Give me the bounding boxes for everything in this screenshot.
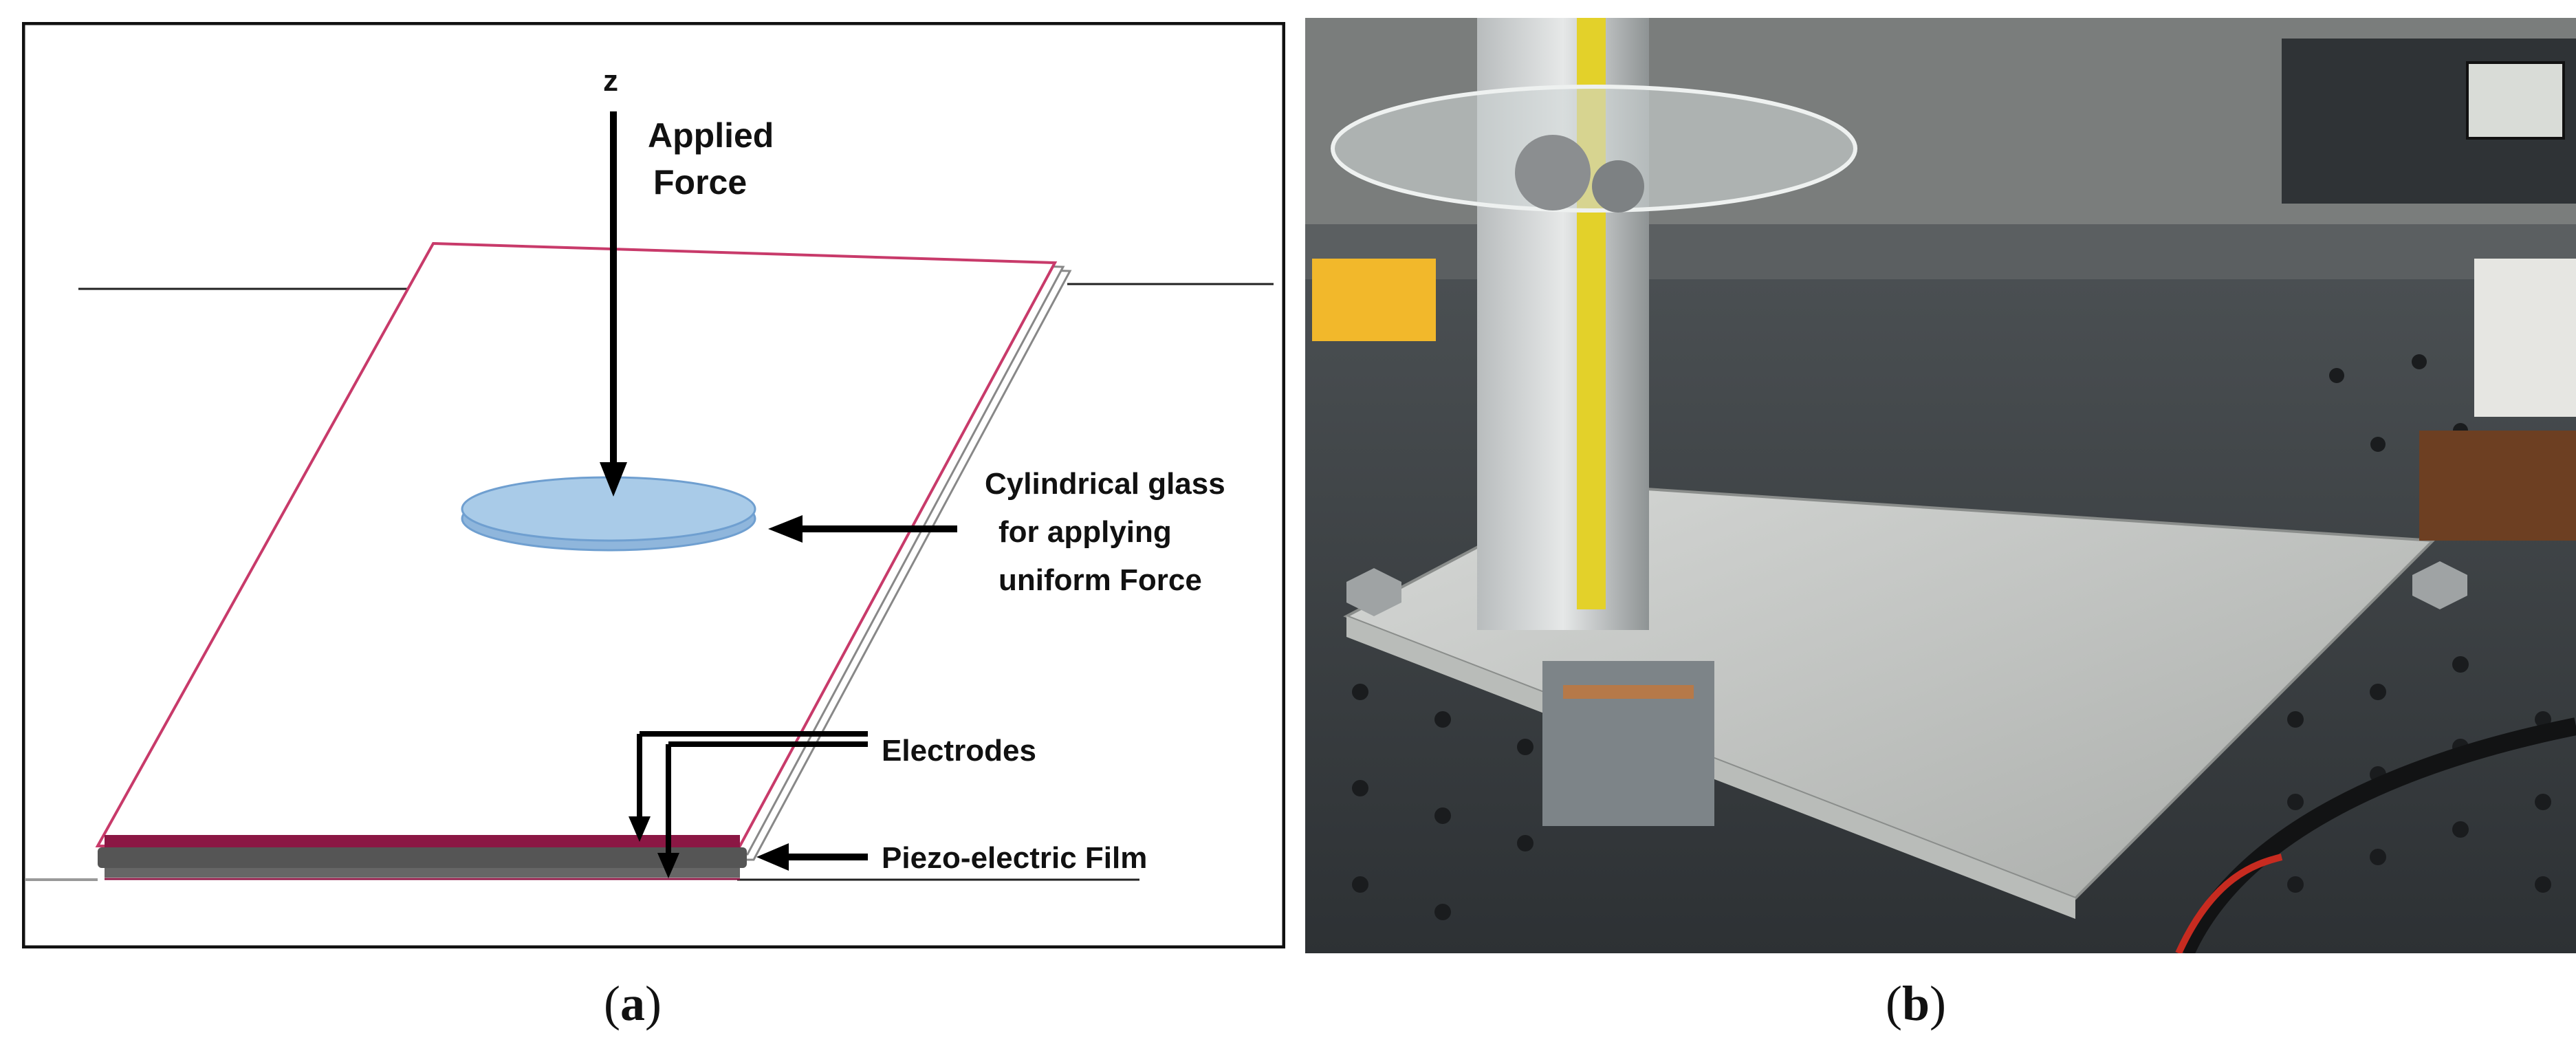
film-arrow-head (756, 843, 789, 871)
glass-disk-top (461, 476, 756, 542)
steel-ball-small (1592, 160, 1644, 213)
electrodes-label: Electrodes (882, 734, 1036, 768)
electrodes-arrow-head-1 (629, 816, 651, 842)
white-cup (2474, 259, 2576, 417)
steel-ball-large (1515, 135, 1591, 210)
caption-b-letter: b (1901, 976, 1930, 1031)
glass-label-line-1: Cylindrical glass (985, 467, 1225, 501)
schematic-diagram: z Applied Force Cylindrical glass for ap… (22, 22, 1285, 948)
caption-b-open: ( (1886, 976, 1902, 1031)
caption-a-close: ) (644, 976, 662, 1031)
red-wire (2175, 854, 2283, 953)
electrodes-arrow-head-2 (657, 853, 679, 878)
hex-nut-left (1346, 568, 1401, 616)
caption-b-close: ) (1930, 976, 1947, 1031)
applied-force-line-2: Force (653, 163, 747, 202)
force-arrow-head (600, 462, 627, 497)
caption-b: (b) (1886, 975, 1946, 1032)
applied-force-line-1: Applied (648, 116, 774, 155)
black-cable (2177, 717, 2576, 953)
piezo-film (98, 847, 747, 868)
glass-label-line-2: for applying (998, 515, 1172, 549)
bottom-electrode (105, 868, 740, 878)
petri-dish (1331, 85, 1857, 213)
glass-arrow-head (768, 515, 803, 543)
z-axis-label: z (603, 64, 618, 98)
sensor-film-strip (1563, 685, 1694, 699)
caption-a: (a) (604, 975, 662, 1032)
hex-nut-right (2412, 561, 2467, 609)
caption-a-letter: a (620, 976, 645, 1031)
brown-wallet (2419, 431, 2576, 541)
top-electrode (105, 835, 740, 849)
setup-photograph (1305, 18, 2576, 953)
multimeter (1312, 259, 1436, 341)
instrument-meter (2466, 61, 2565, 140)
caption-a-open: ( (604, 976, 620, 1031)
glass-label-line-3: uniform Force (998, 563, 1202, 597)
film-label: Piezo-electric Film (882, 841, 1147, 875)
